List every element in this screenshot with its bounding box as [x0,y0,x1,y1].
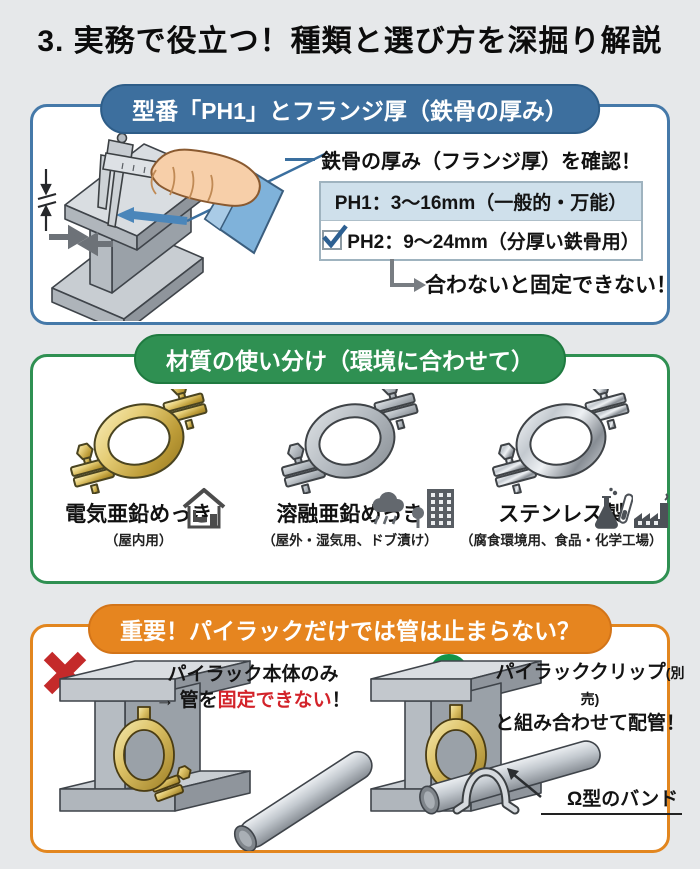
loose-pipe-graphic [233,750,373,851]
tree-icon [412,507,425,519]
material-columns: 電気亜鉛めっき （屋内用） [33,357,668,581]
ph2-label: PH2：9〜24mm（分厚い鉄骨用） [347,231,640,253]
material-usage: （屋内用） [104,533,173,548]
page-title: 3. 実務で役立つ！種類と選び方を深掘り解説 [37,25,663,58]
caliper-ibeam-illustration [37,132,327,321]
hand-graphic [150,148,261,207]
callout-leader-dash [285,158,315,161]
band-label: Ω型のバンド [541,784,683,815]
zinc-clamp-illustration [280,389,419,494]
bad-caption: パイラック本体のみ → 管を固定できない！ [153,662,353,713]
checkmark-icon [322,224,349,248]
flask-icon [594,496,618,529]
material-usage: （屋外・湿気用、ドブ漬け） [262,533,438,548]
pailack-clamp-graphic [113,706,192,802]
good-caption-line2: と組み合わせて配管！ [495,713,686,735]
flange-callout: 鉄骨の厚み（フランジ厚）を確認！ [285,145,641,174]
factory-icon [633,493,668,528]
bad-example-illustration [59,660,373,851]
bad-caption-line1: パイラック本体のみ [167,664,339,685]
door-icon [210,514,217,527]
flange-section: 型番「PH1」とフランジ厚（鉄骨の厚み） [30,84,677,325]
material-name: 電気亜鉛めっき [65,503,213,526]
flask-testtube-icon [594,487,633,529]
smoke-icon [663,493,668,501]
important-header-pill: 重要！パイラックだけでは管は止まらない？ [88,604,612,654]
bed-icon [193,510,196,522]
thickness-dimension-arrows [37,169,57,231]
material-item-electro-zinc: 電気亜鉛めっき （屋内用） [33,387,244,581]
flange-size-table: PH1：3〜16mm（一般的・万能） PH2：9〜24mm（分厚い鉄骨用） [319,181,643,261]
flange-header-pill: 型番「PH1」とフランジ厚（鉄骨の厚み） [100,84,600,134]
house-indoor-icon [182,488,226,529]
ph1-label: PH1：3〜16mm（一般的・万能） [334,193,628,214]
bad-caption-red: 固定できない [217,689,332,711]
material-usage: （腐食環境用、食品・化学工場） [459,533,663,548]
ph2-checkbox [322,224,349,250]
good-caption-line1: パイラッククリップ(別売) [495,662,685,707]
gold-clamp-illustration [69,389,208,494]
omega-band-graphic [452,767,520,815]
ph2-row: PH2：9〜24mm（分厚い鉄骨用） [321,221,641,259]
rain-cloud-icon [372,492,405,525]
building-tree-icon [412,489,455,528]
material-header-pill: 材質の使い分け（環境に合わせて） [134,334,566,384]
web-arrows [49,224,113,257]
bad-caption-line2: → 管を固定できない！ [155,689,351,711]
material-name: ステンレス製 [498,503,625,526]
steel-clamp-illustration [492,389,630,494]
flange-warning: 合わないと固定できない！ [425,274,677,297]
good-caption-note: (別売) [580,665,685,707]
important-section: 重要！パイラックだけでは管は止まらない？ [30,604,685,853]
flange-callout-text: 鉄骨の厚み（フランジ厚）を確認！ [321,151,641,173]
material-item-hotdip-zinc: 溶融亜鉛めっき （屋外・湿気用、ドブ漬け） [244,387,455,581]
material-item-stainless: ステンレス製 （腐食環境用、食品・化学工場） [456,387,668,581]
elbow-arrow-icon [390,259,426,292]
good-caption: パイラッククリップ(別売) と組み合わせて配管！ [495,660,685,737]
material-section: 材質の使い分け（環境に合わせて） [30,334,670,584]
good-example-illustration [370,660,601,815]
band-pointer-arrow-icon [507,768,542,798]
ph1-row: PH1：3〜16mm（一般的・万能） [321,183,641,221]
test-tube-icon [617,493,633,524]
